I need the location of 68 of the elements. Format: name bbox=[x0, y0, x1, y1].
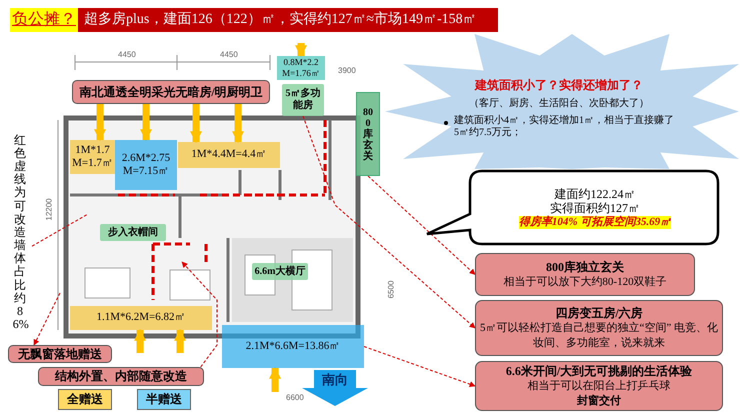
leader-line bbox=[34, 292, 60, 346]
leader-line bbox=[32, 214, 88, 247]
legend-text: 全赠送 bbox=[67, 392, 103, 406]
arrow bbox=[174, 328, 186, 353]
box-label: 0.8M*2.2 M=1.76㎡ bbox=[281, 57, 321, 79]
dimension-label: 4450 bbox=[118, 50, 136, 59]
callout-text: （客厅、厨房、生活阳台、次卧都大了） bbox=[469, 98, 649, 110]
header-banner: 超多房plus，建面126（122）㎡，实得约127㎡≈市场149㎡-158㎡ bbox=[78, 8, 498, 32]
direction-arrow-shape bbox=[302, 370, 368, 406]
arrow bbox=[232, 104, 244, 144]
bubble-text: 得房率104% 可拓展空间35.69㎡ bbox=[518, 216, 672, 229]
box-label: 1.1M*6.2M=6.82㎡ bbox=[96, 311, 186, 325]
box-label: 5㎡多功能房 bbox=[284, 88, 322, 112]
arrow bbox=[134, 328, 146, 353]
callout-heading: 800库独立玄关 bbox=[546, 258, 624, 276]
dimension-label: 4450 bbox=[220, 50, 238, 59]
callout-heading: 四房变五房/六房 bbox=[555, 305, 643, 322]
area-highlight bbox=[115, 140, 177, 190]
callout-text: 封窗交付 bbox=[577, 394, 621, 409]
area-highlight bbox=[178, 142, 280, 168]
area-highlight bbox=[222, 325, 364, 368]
arrow bbox=[269, 366, 281, 392]
callout-box bbox=[475, 361, 723, 411]
box-label: 2.6M*2.75 M=7.15㎡ bbox=[120, 152, 172, 178]
box-label: 1M*4.4M=4.4㎡ bbox=[191, 148, 267, 162]
callout-heading: 建筑面积小了？实得还增加了？ bbox=[475, 78, 643, 93]
room-label-box bbox=[100, 224, 166, 241]
room-label-box bbox=[356, 92, 380, 176]
arrow bbox=[140, 104, 152, 142]
callout-text: 相当于可以放下大约80-120双鞋子 bbox=[503, 275, 667, 290]
legend-text: 半赠送 bbox=[146, 392, 182, 406]
dimension-label: 12200 bbox=[44, 198, 54, 221]
leader-line bbox=[182, 262, 218, 368]
box-label: 6.6m大横厅 bbox=[254, 266, 306, 278]
box-label: 南北通透全明采光无暗房/明厨明卫 bbox=[79, 84, 263, 100]
vertical-note: 800库玄关 bbox=[362, 106, 374, 162]
leader-line bbox=[368, 176, 476, 275]
callout-box bbox=[8, 345, 112, 363]
box-label: 无飘窗落地赠送 bbox=[18, 346, 102, 362]
area-highlight bbox=[70, 306, 212, 330]
box-label: 1M*1.7 M=1.7㎡ bbox=[71, 144, 114, 170]
dimension-label: 6500 bbox=[386, 280, 396, 298]
bullet-text: 建筑面积小4㎡，实得还增加1㎡，相当于直接赚了5㎡约7.5万元； bbox=[454, 114, 675, 139]
box-label: 结构外置、内部随意改造 bbox=[55, 369, 187, 384]
arrow bbox=[190, 104, 202, 144]
dimension-label: 6600 bbox=[286, 393, 304, 402]
vertical-note: 红色虚线为可改造墙体占比约86% bbox=[12, 134, 28, 332]
speech-bubble bbox=[425, 170, 720, 246]
starburst-callout bbox=[384, 33, 740, 170]
leader-line bbox=[364, 346, 476, 388]
callout-box bbox=[38, 367, 204, 386]
title-banner: 负公摊？ bbox=[10, 8, 78, 32]
area-highlight bbox=[277, 56, 325, 80]
box-label: 南向 bbox=[322, 372, 348, 388]
callout-box bbox=[475, 300, 723, 356]
leader-line bbox=[302, 116, 476, 328]
bubble-text: 建面约122.24㎡ bbox=[554, 187, 636, 202]
arrow bbox=[295, 43, 307, 58]
callout-box bbox=[72, 80, 270, 104]
arrow bbox=[94, 104, 106, 142]
bubble-text: 实得面积约127㎡ bbox=[550, 201, 640, 216]
box-label: 步入衣帽间 bbox=[108, 226, 158, 238]
callout-box bbox=[475, 253, 695, 296]
dimension-label: 3900 bbox=[338, 66, 356, 75]
callout-heading: 6.6米开间/大到无可挑剔的生活体验 bbox=[506, 363, 692, 380]
callout-text: 5㎡可以轻松打造自己想要的独立“空间” 电竞、化妆间、多功能室，说来就来 bbox=[478, 321, 719, 351]
callout-text: 相当于可以在阳台上打乒乓球 bbox=[528, 379, 670, 394]
box-label: 2.1M*6.6M=13.86㎡ bbox=[246, 340, 340, 354]
